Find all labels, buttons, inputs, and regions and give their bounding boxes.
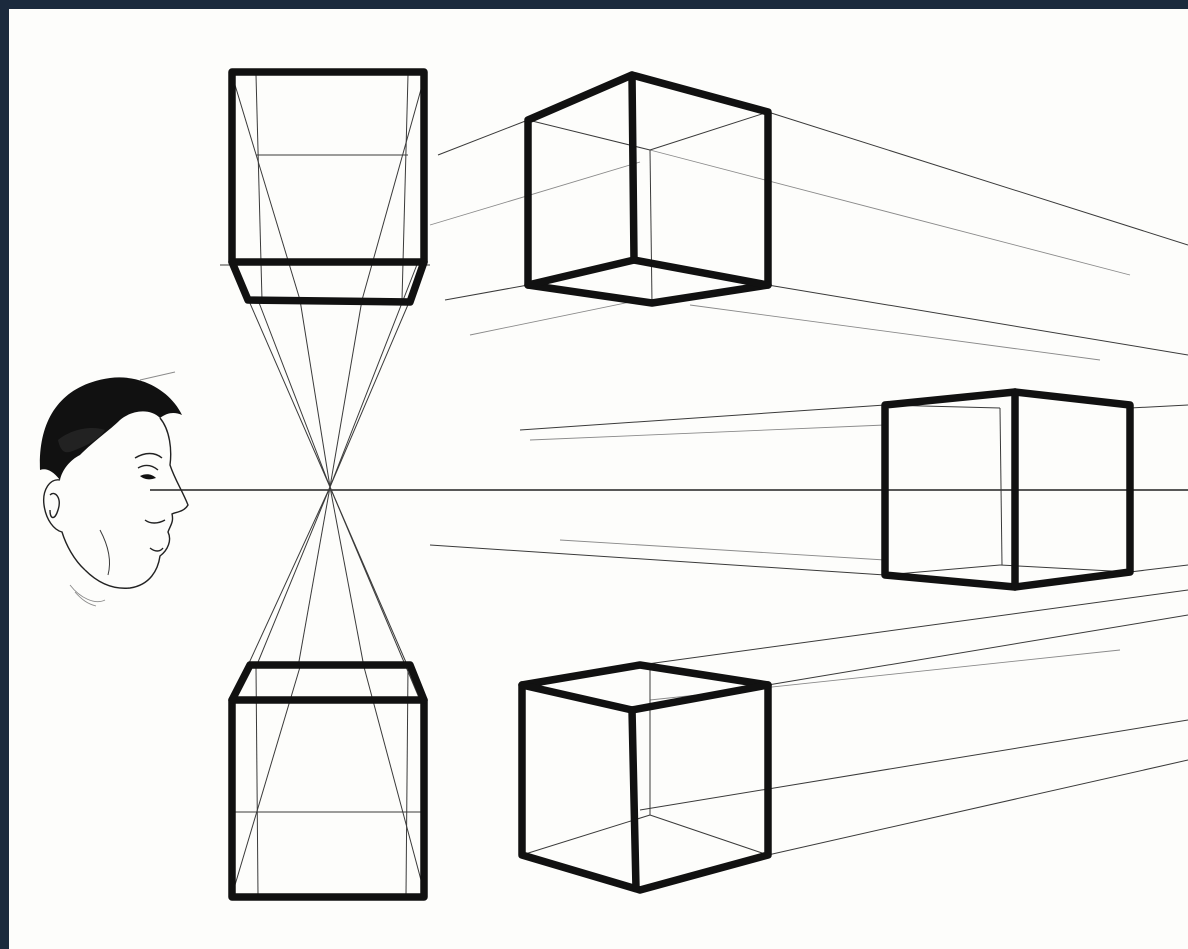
cube-upper-right bbox=[528, 75, 768, 303]
cube-lower-right bbox=[522, 665, 768, 890]
perspective-guide-lines bbox=[140, 112, 1188, 855]
viewer-head bbox=[40, 377, 188, 606]
cone-of-vision-lines bbox=[232, 262, 420, 700]
cube-above-eye-level bbox=[220, 72, 430, 302]
cube-below-eye-level bbox=[232, 665, 425, 897]
